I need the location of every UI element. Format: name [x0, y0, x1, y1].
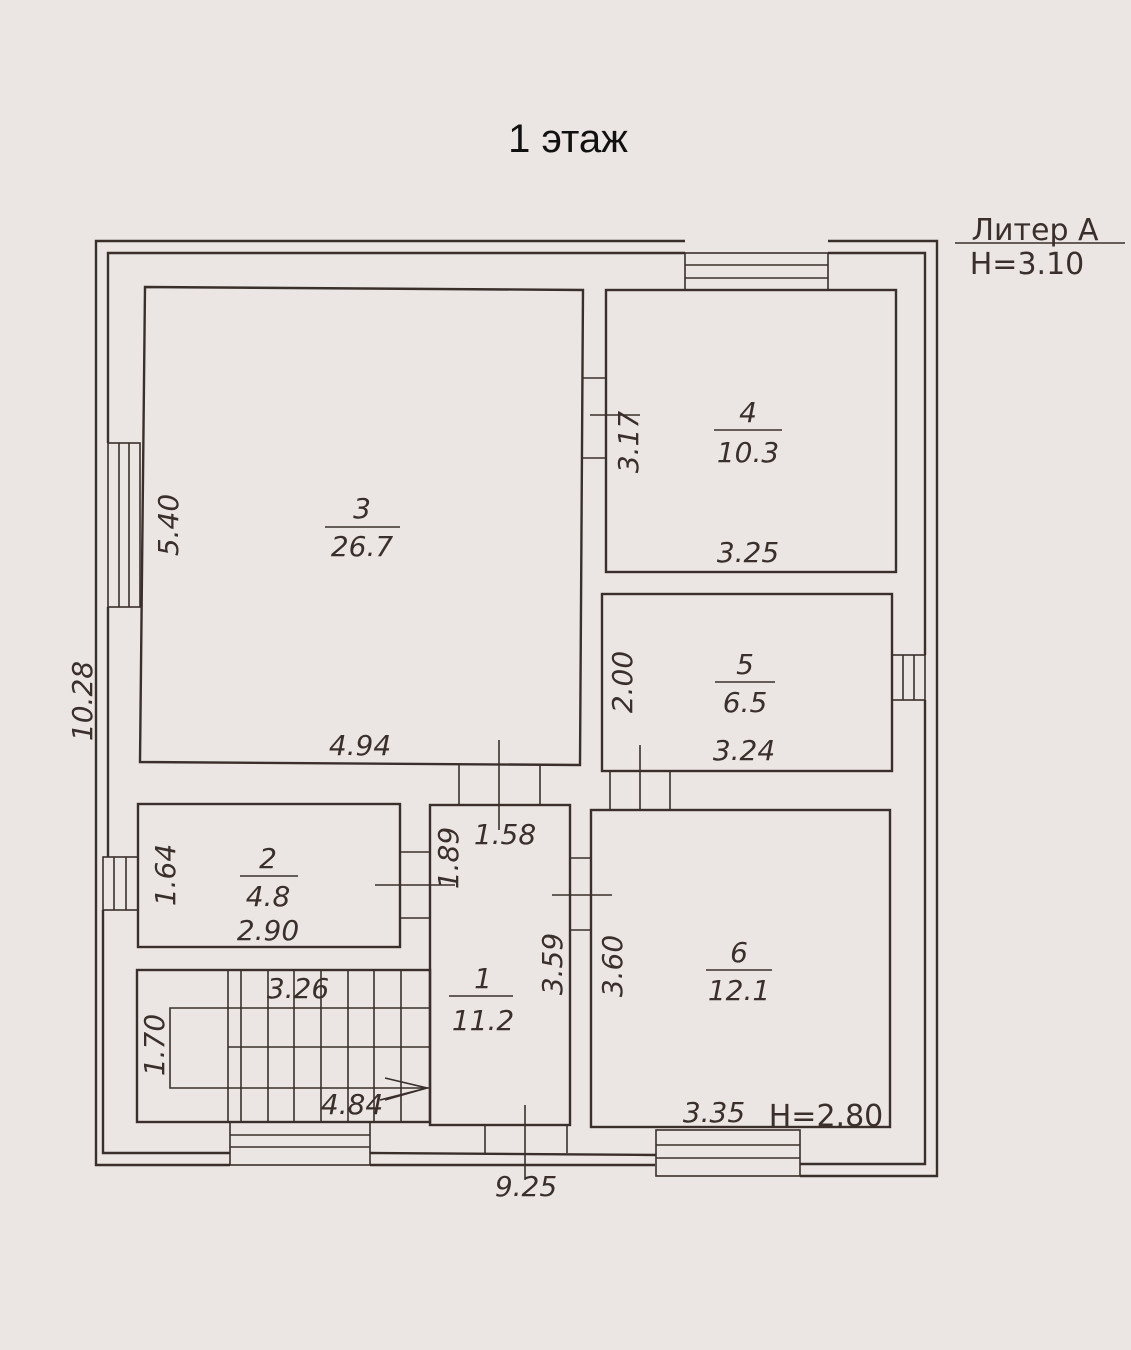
room-5-area: 6.5: [723, 686, 768, 719]
room-3-area: 26.7: [331, 530, 394, 563]
rooms: [135, 285, 898, 1129]
staircase: [135, 968, 432, 1124]
dimensions-total-width-label: 9.25: [495, 1170, 557, 1203]
room-labels: 3 26.7 4 10.3 5 6.5 6 12.1 2 4.8 1 11.2: [240, 396, 782, 1037]
plan-shape: [684, 252, 829, 291]
window-left: [107, 442, 141, 608]
dimensions-room1-width-label: 1.58: [474, 818, 536, 851]
dimensions-room3-height-label: 5.40: [152, 494, 185, 556]
dimensions-stair-height-label: 1.70: [138, 1014, 171, 1076]
dimensions-room3-width-label: 4.94: [329, 729, 391, 762]
room-5-number: 5: [736, 648, 754, 681]
plan-shape: [655, 1129, 801, 1177]
room-1-number: 1: [474, 962, 492, 995]
dimensions-room4-width-label: 3.25: [717, 536, 779, 569]
windows: [102, 252, 926, 1177]
plan-shape: [891, 654, 926, 701]
plan-line: [106, 251, 685, 443]
window-bottom-right: [655, 1129, 801, 1177]
exterior-walls: [94, 239, 939, 1178]
plan-shape: [107, 442, 141, 608]
window-top: [684, 252, 829, 291]
dimensions-room6-height-label: 3.60: [596, 935, 629, 997]
room-2-area: 4.8: [246, 880, 291, 913]
plan-line: [800, 700, 927, 1166]
plan-title: 1 этаж: [508, 117, 628, 161]
plan-line: [369, 1151, 657, 1157]
dimensions-room6-width-label: 3.35: [683, 1096, 745, 1129]
dimensions-corridor-height-label: 1.89: [432, 827, 465, 889]
room-2: [136, 802, 402, 949]
dimension-labels: 4.94 5.40 3.25 3.17 3.24 2.00 3.35 3.60 …: [66, 411, 883, 1203]
dimensions-room4-height-label: 3.17: [612, 411, 645, 474]
room-2-number: 2: [259, 842, 277, 875]
plan-line: [94, 239, 685, 1167]
plan-shape: [102, 856, 139, 911]
dimensions-stair-top-label: 3.26: [267, 972, 329, 1005]
dimensions-room1-height-label: 3.59: [536, 933, 569, 995]
room-4-area: 10.3: [717, 436, 779, 469]
dimensions-room2-width-label: 2.90: [237, 914, 299, 947]
room-4: [604, 288, 898, 574]
plan-line: [379, 1087, 428, 1101]
liter-label: Литер А: [971, 213, 1099, 248]
room-6-ceiling: H=2.80: [769, 1099, 884, 1134]
doorways: [375, 377, 671, 1180]
plan-shape: [229, 1121, 371, 1166]
building-label: Литер А H=3.10: [955, 213, 1125, 282]
plan-line: [828, 251, 927, 655]
plan-shape: [135, 968, 432, 1124]
plan-line: [101, 910, 230, 1155]
dimensions-room5-width-label: 3.24: [713, 734, 775, 767]
window-bottom-left: [229, 1121, 371, 1166]
dimensions-room2-height-label: 1.64: [149, 844, 182, 906]
room-3: [138, 285, 585, 767]
building-height: H=3.10: [970, 247, 1085, 282]
dimensions-stair-bottom-label: 4.84: [321, 1088, 383, 1121]
dimensions-total-height-label: 10.28: [66, 661, 99, 741]
room-4-number: 4: [739, 396, 757, 429]
window-room2: [102, 856, 139, 911]
room-6-number: 6: [730, 936, 748, 969]
room-3-number: 3: [353, 492, 371, 525]
room-5: [600, 592, 894, 773]
plan-line: [800, 239, 939, 1178]
room-6: [589, 808, 892, 1129]
dimensions-room5-height-label: 2.00: [606, 651, 639, 713]
plan-line: [169, 1007, 430, 1089]
window-right: [891, 654, 926, 701]
room-1: [428, 803, 572, 1127]
room-1-area: 11.2: [452, 1004, 514, 1037]
room-6-area: 12.1: [708, 974, 770, 1007]
